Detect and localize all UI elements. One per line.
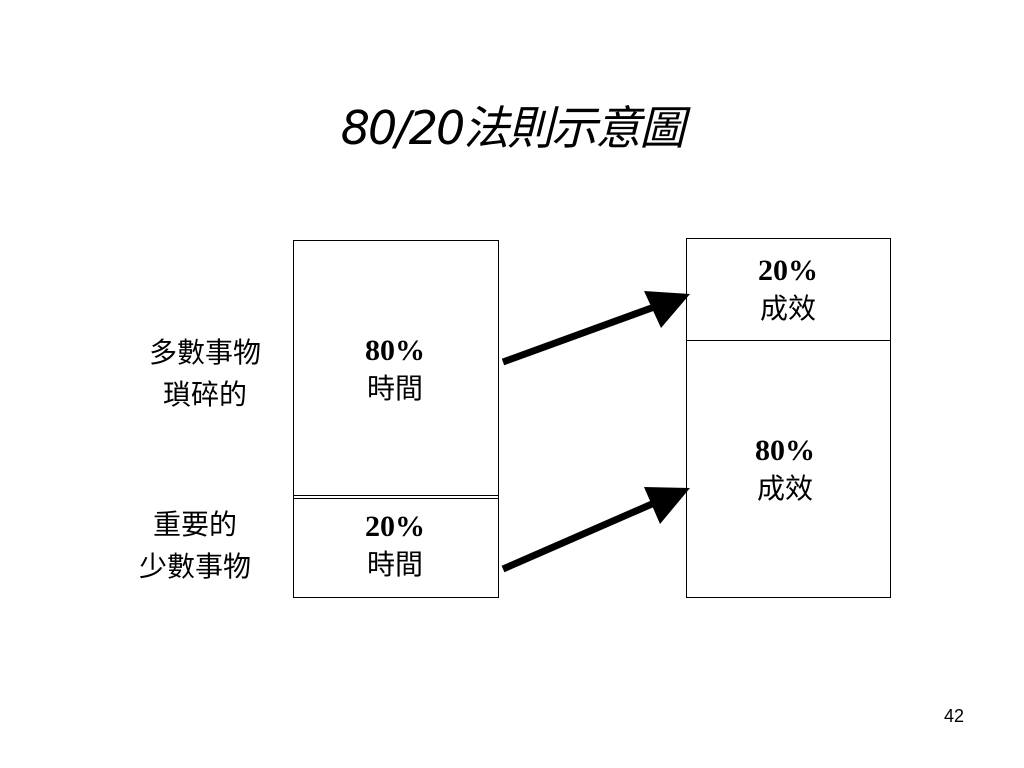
results-80-word: 成效 bbox=[756, 472, 813, 505]
side-label-many-line1: 多數事物 bbox=[148, 336, 261, 369]
results-column bbox=[686, 238, 891, 598]
side-label-few-line1: 重要的 bbox=[152, 508, 237, 541]
time-80-label: 80% 時間 bbox=[330, 332, 460, 408]
results-80-label: 80% 成效 bbox=[720, 432, 850, 508]
time-column-divider bbox=[293, 495, 499, 496]
results-80-pct: 80% bbox=[755, 434, 815, 467]
arrow-lower-head bbox=[644, 487, 690, 524]
time-80-pct: 80% bbox=[365, 334, 425, 367]
arrow-upper-shaft bbox=[501, 298, 670, 366]
results-20-word: 成效 bbox=[759, 292, 816, 325]
page-number: 42 bbox=[943, 706, 964, 726]
results-20-pct: 20% bbox=[758, 254, 818, 287]
results-20-label: 20% 成效 bbox=[723, 252, 853, 328]
time-20-word: 時間 bbox=[366, 548, 423, 581]
time-80-word: 時間 bbox=[366, 372, 423, 405]
side-label-many-line2: 瑣碎的 bbox=[162, 378, 247, 411]
side-label-few-important: 重要的 少數事物 bbox=[110, 504, 280, 588]
time-20-label: 20% 時間 bbox=[330, 508, 460, 584]
arrow-upper-head bbox=[644, 291, 690, 328]
side-label-few-line2: 少數事物 bbox=[138, 550, 251, 583]
time-column-divider-inner bbox=[293, 498, 499, 499]
results-column-divider bbox=[686, 340, 891, 341]
time-column bbox=[293, 240, 499, 598]
side-label-many-trivial: 多數事物 瑣碎的 bbox=[120, 332, 290, 416]
diagram-title: 80/20法則示意圖 bbox=[340, 101, 686, 155]
arrow-lower-shaft bbox=[501, 493, 670, 573]
time-20-pct: 20% bbox=[365, 510, 425, 543]
